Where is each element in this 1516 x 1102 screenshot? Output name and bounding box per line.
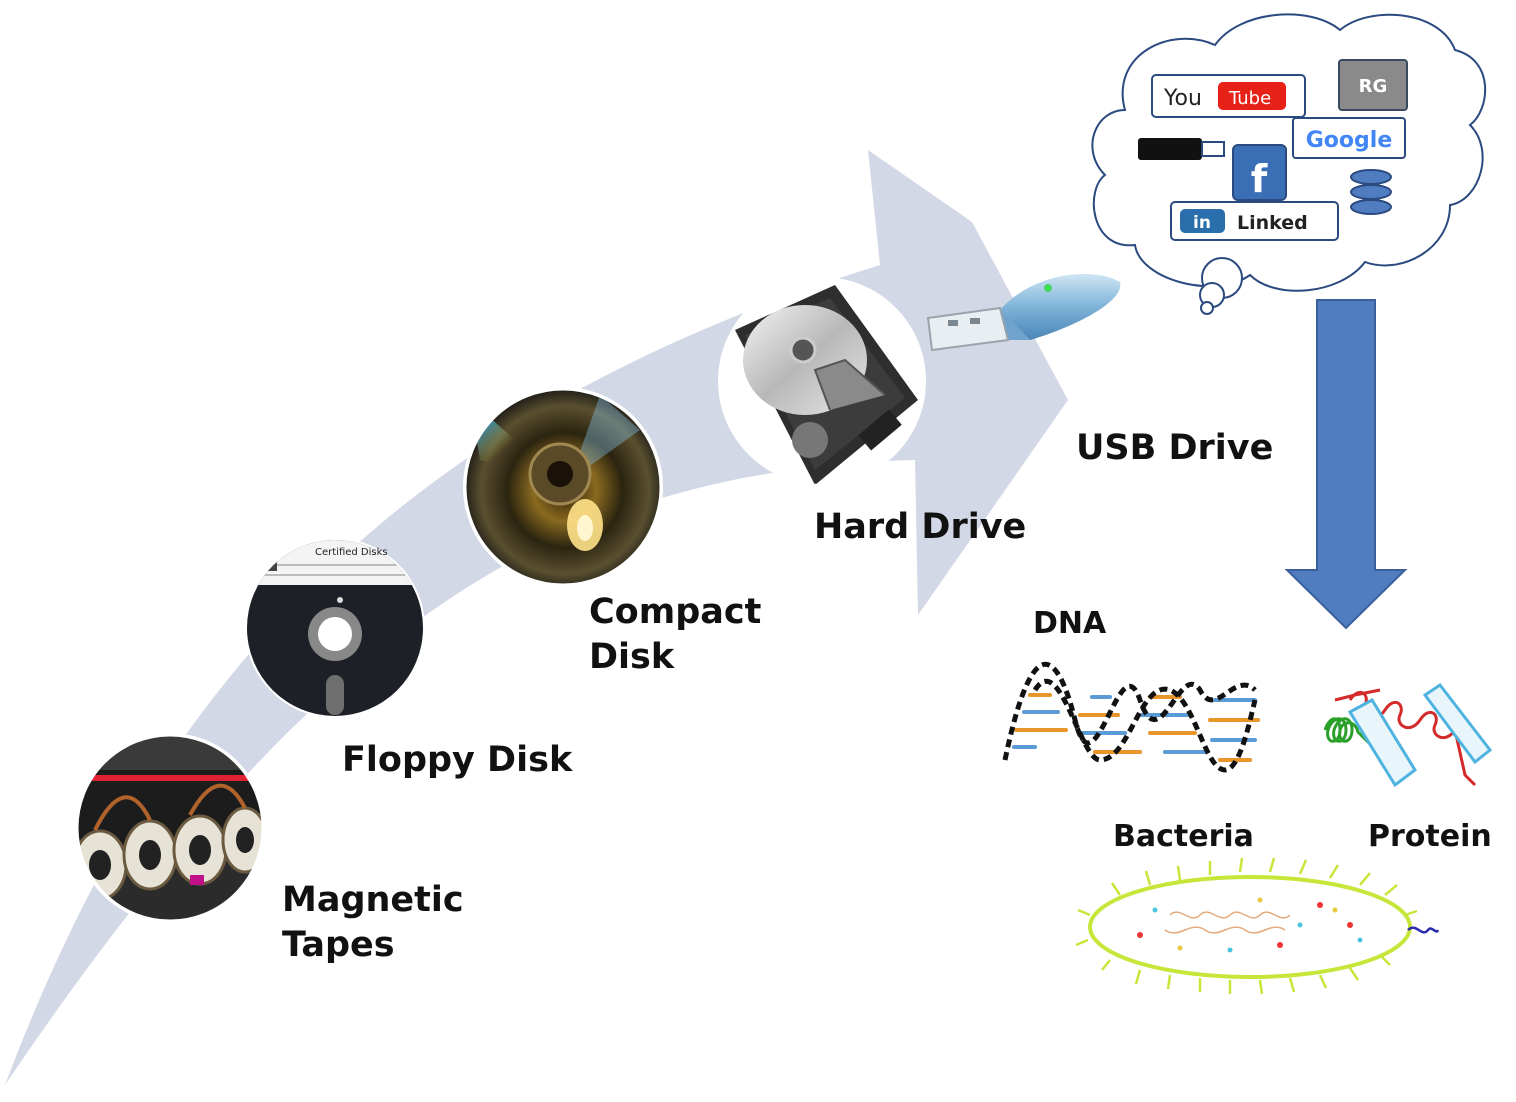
label-dna: DNA — [1033, 606, 1107, 641]
protein-structure-icon — [1323, 682, 1493, 788]
floppy-disk-label: Certified Disks — [315, 547, 388, 558]
svg-text:You: You — [1163, 86, 1202, 111]
evolution-arrow — [5, 150, 1068, 1085]
down-arrow — [1284, 299, 1408, 630]
label-magnetic-tapes: Magnetic Tapes — [282, 880, 464, 965]
researchgate-logo: RG — [1338, 59, 1408, 111]
label-bacteria: Bacteria — [1113, 819, 1254, 854]
google-logo: Google — [1292, 117, 1406, 159]
svg-text:Google: Google — [1306, 128, 1393, 153]
svg-text:Tube: Tube — [1228, 88, 1271, 109]
label-usb-drive: USB Drive — [1076, 428, 1274, 468]
label-protein: Protein — [1368, 819, 1492, 854]
bacteria-icon — [1075, 857, 1440, 995]
dna-helix-icon — [1002, 661, 1260, 773]
floppy-disk-icon: Certified Disks — [245, 538, 425, 718]
label-hard-drive: Hard Drive — [814, 507, 1027, 547]
database-icon — [1350, 169, 1392, 215]
compact-disc-icon — [463, 387, 663, 587]
small-usb-icon — [1138, 138, 1225, 160]
youtube-logo: You Tube — [1151, 74, 1306, 118]
svg-text:Linked: Linked — [1237, 212, 1308, 234]
svg-text:RG: RG — [1359, 76, 1388, 97]
svg-text:in: in — [1193, 213, 1211, 233]
linkedin-logo: in Linked — [1170, 201, 1339, 241]
svg-text:f: f — [1251, 157, 1268, 201]
hard-drive-icon — [718, 277, 926, 485]
cloud-icon — [1091, 13, 1487, 315]
facebook-logo: f — [1232, 144, 1287, 201]
usb-drive-icon — [926, 273, 1121, 352]
label-compact-disk: Compact Disk — [589, 592, 762, 677]
label-floppy-disk: Floppy Disk — [342, 740, 573, 780]
